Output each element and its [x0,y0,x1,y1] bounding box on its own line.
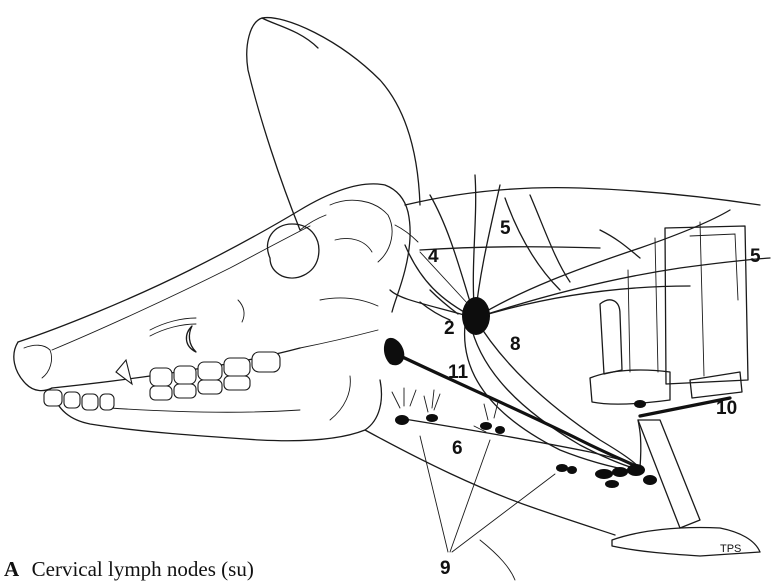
figure-caption: A Cervical lymph nodes (su) [4,557,254,581]
leader-lines [420,252,555,552]
label-5-upper: 5 [500,218,511,239]
node-cluster-6 [643,475,657,485]
node-cluster-4 [612,467,628,477]
caption-letter: A [4,557,20,581]
label-11: 11 [448,362,469,383]
teeth [44,352,280,410]
node-cluster-7 [605,480,619,488]
lymph-nodes [384,297,657,488]
skull-outline [14,184,410,391]
artist-signature: TPS [720,543,741,555]
node-group-b [426,414,438,422]
node-cluster-5 [627,464,645,476]
label-9: 9 [440,558,451,579]
node-group-c [480,422,492,430]
label-6: 6 [452,438,463,459]
vessel-11 [392,352,640,468]
mandibular-node [384,338,404,365]
shoulder-outline [612,420,760,556]
node-group-a [395,415,409,425]
label-10: 10 [716,398,737,419]
node-cluster-1 [556,464,568,472]
label-2: 2 [444,318,455,339]
vertebrae [590,222,748,404]
node-group-d [495,426,505,434]
node-cluster-3 [595,469,613,479]
label-5-right: 5 [750,246,761,267]
vertebral-node [634,400,646,408]
node-cluster-2 [567,466,577,474]
caption-text: Cervical lymph nodes (su) [32,557,254,581]
label-8: 8 [510,334,521,355]
label-4: 4 [428,246,439,267]
ear-outline [247,18,420,242]
